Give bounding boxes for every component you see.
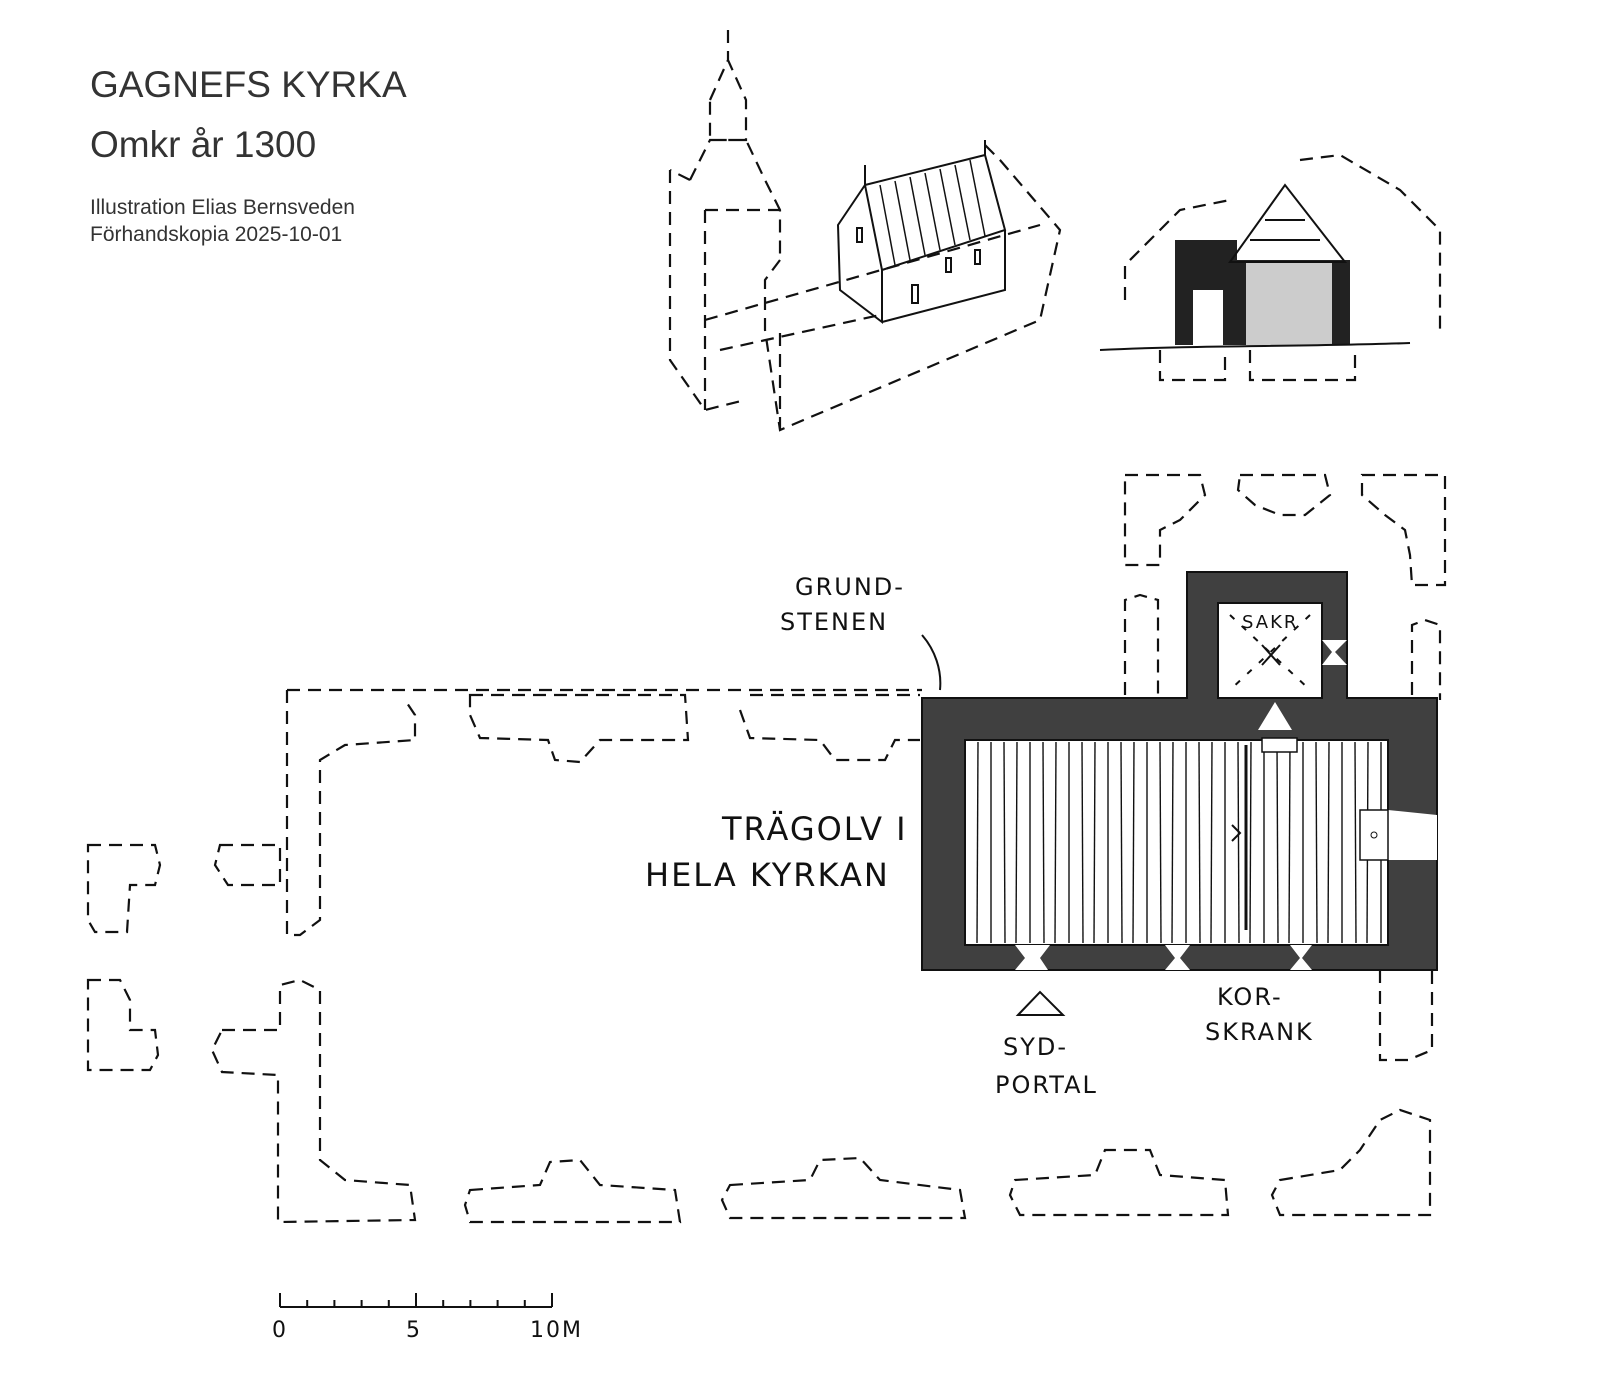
floorboard bbox=[1081, 741, 1084, 944]
medieval-church-plan bbox=[921, 571, 1438, 971]
floorboard bbox=[1015, 741, 1018, 944]
floorboard bbox=[976, 741, 979, 944]
floorboard bbox=[1249, 741, 1252, 944]
floorboard bbox=[1171, 741, 1174, 944]
scale-label-0: 0 bbox=[272, 1318, 288, 1343]
label-grundstenen-1: GRUND- bbox=[795, 573, 905, 601]
floorboard bbox=[1054, 741, 1057, 944]
label-tragolv-1: TRÄGOLV I bbox=[721, 810, 908, 848]
floorboard bbox=[1159, 741, 1162, 944]
label-tragolv-2: HELA KYRKAN bbox=[645, 856, 890, 894]
later-church-foundations bbox=[86, 473, 1447, 1224]
credit-date: Förhandskopia 2025-10-01 bbox=[90, 223, 343, 246]
page-subtitle: Omkr år 1300 bbox=[90, 124, 317, 165]
floorboard bbox=[1042, 741, 1045, 944]
floorboard bbox=[1093, 741, 1096, 944]
floorboard bbox=[1003, 741, 1006, 944]
floorboard bbox=[1354, 741, 1357, 944]
section-sketch bbox=[1099, 153, 1442, 382]
floorboard bbox=[1276, 741, 1279, 944]
scale-label-10: 10M bbox=[530, 1318, 583, 1343]
label-sydportal-1: SYD- bbox=[1003, 1033, 1068, 1061]
altar bbox=[1359, 809, 1389, 861]
south-portal-opening bbox=[1015, 945, 1050, 970]
portal-arrow-icon bbox=[1015, 990, 1066, 1016]
isometric-sketch bbox=[668, 30, 1062, 432]
floorboard bbox=[1198, 741, 1201, 944]
floorboard bbox=[1327, 741, 1330, 944]
page-title: GAGNEFS KYRKA bbox=[90, 64, 407, 105]
scale-bar: 0 5 10M bbox=[272, 1293, 583, 1343]
floorboard bbox=[1288, 741, 1291, 944]
floorboard bbox=[1132, 741, 1135, 944]
scale-label-5: 5 bbox=[406, 1318, 422, 1343]
nave-floor bbox=[964, 739, 1389, 946]
credit: Illustration Elias Bernsveden Förhandsko… bbox=[90, 194, 355, 248]
label-sakr: SAKR bbox=[1242, 612, 1298, 633]
floorboard bbox=[1237, 741, 1240, 944]
label-grundstenen-2: STENEN bbox=[780, 608, 888, 636]
label-korskrank-2: SKRANK bbox=[1205, 1018, 1314, 1046]
floorboard bbox=[1210, 741, 1213, 944]
floorboard bbox=[1120, 741, 1123, 944]
credit-illustrator: Illustration Elias Bernsveden bbox=[90, 196, 355, 219]
label-sydportal-2: PORTAL bbox=[995, 1071, 1098, 1099]
floorboards bbox=[976, 741, 1382, 944]
plan-labels: GRUND- STENEN TRÄGOLV I HELA KYRKAN SAKR… bbox=[645, 573, 1314, 1099]
label-korskrank-1: KOR- bbox=[1217, 983, 1283, 1011]
floorboard bbox=[1315, 741, 1318, 944]
